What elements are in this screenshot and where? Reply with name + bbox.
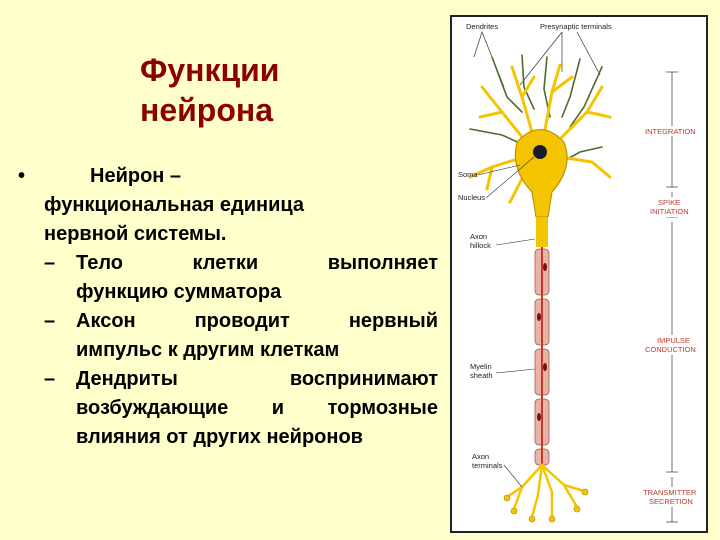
zone-impulse-2: CONDUCTION	[645, 345, 696, 354]
neuron-diagram-svg: Dendrites Presynaptic terminals	[458, 22, 702, 523]
label-myelin-1: Myelin	[470, 362, 492, 371]
main-line-2: функциональная единица	[44, 194, 305, 216]
label-axon-terminals-1: Axon	[472, 452, 489, 461]
sub-dash: –	[44, 310, 56, 332]
bullet-main-text: Нейрон – функциональная единица нервной …	[44, 162, 438, 249]
main-line-1: Нейрон –	[90, 165, 182, 187]
title-line-2: нейрона	[140, 92, 274, 128]
sub-line: Тело клетки выполняет	[76, 252, 438, 274]
bullet-item: • Нейрон – функциональная единица нервно…	[18, 162, 438, 249]
label-axon-hillock-1: Axon	[470, 232, 487, 241]
sub-line: импульс к другим клеткам	[76, 339, 340, 361]
terminal-boutons	[503, 488, 589, 523]
presynaptic-terminals	[469, 54, 603, 163]
zone-spike-2: INITIATION	[650, 207, 689, 216]
sub-line: влияния от других нейронов	[76, 426, 363, 448]
sub-item-axon: – Аксон проводит нервный импульс к други…	[18, 307, 438, 365]
title-line-1: Функции	[140, 52, 280, 88]
label-myelin-2: sheath	[470, 371, 493, 380]
label-dendrites: Dendrites	[466, 22, 498, 31]
axon	[534, 217, 550, 467]
sub-line: Дендриты воспринимают	[76, 368, 438, 390]
zone-integration: INTEGRATION	[645, 127, 696, 136]
sub-item-dendrites: – Дендриты воспринимают возбуждающие и т…	[18, 365, 438, 452]
sub-line: функцию сумматора	[76, 281, 282, 303]
zone-brackets	[666, 71, 678, 523]
axon-terminal-branches	[505, 463, 586, 519]
soma	[514, 129, 568, 218]
sub-dash: –	[44, 252, 56, 274]
sub-item-soma: – Тело клетки выполняет функцию сумматор…	[18, 249, 438, 307]
sub-dash: –	[44, 368, 56, 390]
main-line-3: нервной системы.	[44, 223, 227, 245]
zone-transmitter-1: TRANSMITTER	[643, 488, 697, 497]
label-nucleus: Nucleus	[458, 193, 485, 202]
label-axon-hillock-2: hillock	[470, 241, 491, 250]
bullet-list: • Нейрон – функциональная единица нервно…	[18, 162, 438, 452]
zone-spike-1: SPIKE	[658, 198, 680, 207]
zone-transmitter-2: SECRETION	[649, 497, 693, 506]
label-axon-terminals-2: terminals	[472, 461, 503, 470]
label-soma: Soma	[458, 170, 478, 179]
slide-title: Функции нейрона	[140, 50, 320, 130]
zone-impulse-1: IMPULSE	[657, 336, 690, 345]
label-presynaptic: Presynaptic terminals	[540, 22, 612, 31]
bullet-dot: •	[18, 165, 26, 187]
dendrites	[468, 63, 612, 204]
sub-line: возбуждающие и тормозные	[76, 397, 438, 419]
sub-line: Аксон проводит нервный	[76, 310, 438, 332]
neuron-diagram: Dendrites Presynaptic terminals	[450, 15, 708, 533]
nucleus	[533, 145, 547, 159]
